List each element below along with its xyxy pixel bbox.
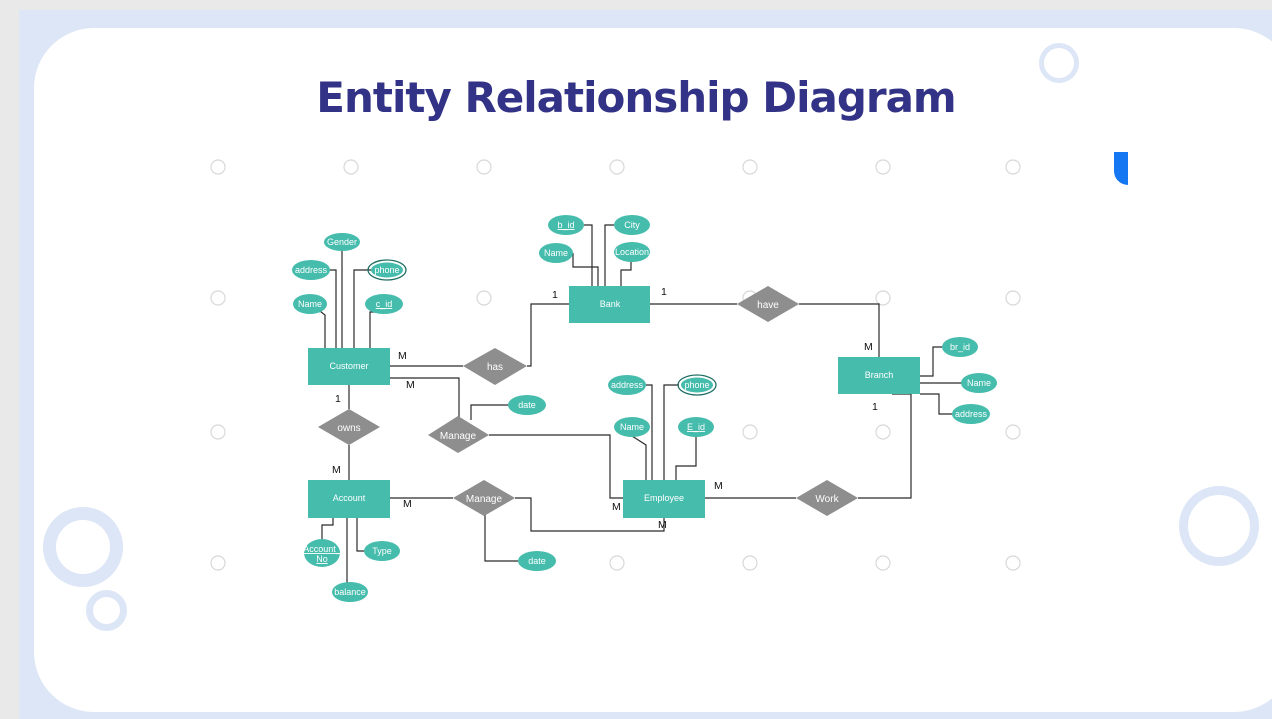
attribute-label: address (611, 380, 644, 390)
attribute-label: br_id (950, 342, 970, 352)
relationship-work: Work (796, 480, 858, 516)
relationship-label: Work (815, 494, 839, 505)
attribute-label: balance (334, 587, 366, 597)
attribute-customer-gender: Gender (324, 233, 360, 251)
cardinality-label: M (612, 501, 621, 513)
decorative-ring-top (1039, 43, 1079, 83)
page-title: Entity Relationship Diagram (316, 73, 956, 122)
connector-lines (310, 224, 963, 584)
attribute-label: No (316, 554, 328, 564)
entity-branch: Branch (838, 357, 920, 394)
entity-label: Customer (329, 361, 368, 371)
attribute-employee-e-id: E_id (678, 417, 714, 437)
entity-customer: Customer (308, 348, 390, 385)
cardinality-label: M (332, 464, 341, 476)
attribute-label: Name (298, 299, 322, 309)
blue-accent-tab (1114, 152, 1128, 185)
entity-label: Branch (865, 370, 894, 380)
watermark-icon (210, 290, 1021, 306)
slide-card (34, 28, 1272, 712)
attribute-label: phone (684, 380, 709, 390)
attribute-label: Gender (327, 237, 357, 247)
attribute-label: Name (620, 422, 644, 432)
relationship-label: owns (337, 423, 360, 434)
attribute-bank-name: Name (539, 243, 573, 263)
attribute-label: E_id (687, 422, 705, 432)
cardinality-label: M (714, 480, 723, 492)
attribute-label: address (295, 265, 328, 275)
attribute-bank-city: City (614, 215, 650, 235)
cardinality-label: 1 (335, 393, 341, 405)
attribute-manage-date: date (508, 395, 546, 415)
relationship-have: have (737, 286, 799, 322)
attribute-label: c_id (376, 299, 393, 309)
decorative-ring-left-small (86, 590, 127, 631)
cardinality-label: M (406, 379, 415, 391)
cardinality-label: M (398, 350, 407, 362)
entity-label: Account (333, 493, 366, 503)
attribute-bank-b-id: b_id (548, 215, 584, 235)
attribute-account-balance: balance (332, 582, 368, 602)
relationship-manage-account-employee: Manage (453, 480, 515, 516)
entity-employee: Employee (623, 480, 705, 518)
cardinality-label: M (864, 341, 873, 353)
attribute-label: Account_ (303, 544, 342, 554)
attribute-label: Location (615, 247, 649, 257)
attribute-account-type: Type (364, 541, 400, 561)
attribute-bank-location: Location (614, 242, 650, 262)
attribute-employee-name: Name (614, 417, 650, 437)
entity-account: Account (308, 480, 390, 518)
attribute-customer-phone-multivalued: phone (367, 259, 407, 281)
watermarks (210, 159, 1021, 571)
attribute-label: date (528, 556, 546, 566)
slide-background (19, 10, 1272, 719)
watermark-icon (210, 159, 1021, 175)
attribute-label: City (624, 220, 640, 230)
attribute-branch-br-id: br_id (942, 337, 978, 357)
watermark-icon (210, 424, 1021, 440)
watermark-icon (210, 555, 1021, 571)
attribute-label: b_id (557, 220, 574, 230)
attribute-label: phone (374, 265, 399, 275)
attribute-customer-address: address (292, 260, 330, 280)
attribute-manage-date-2: date (518, 551, 556, 571)
cardinality-label: 1 (872, 401, 878, 413)
relationship-owns: owns (318, 409, 380, 445)
relationship-has: has (463, 348, 527, 385)
attribute-branch-address: address (952, 404, 990, 424)
relationship-label: has (487, 362, 503, 373)
attribute-label: date (518, 400, 536, 410)
cardinality-label: M (658, 519, 667, 531)
cardinality-label: M (403, 498, 412, 510)
attribute-account-account-no: Account_ No (303, 539, 342, 567)
attribute-customer-c-id: c_id (365, 294, 403, 314)
decorative-ring-right (1179, 486, 1259, 566)
attribute-employee-address: address (608, 375, 646, 395)
entity-bank: Bank (569, 286, 650, 323)
attribute-customer-name: Name (293, 294, 327, 314)
attribute-label: address (955, 409, 988, 419)
attribute-label: Type (372, 546, 392, 556)
entity-label: Bank (600, 299, 621, 309)
cardinality-label: 1 (661, 286, 667, 298)
attribute-branch-name: Name (961, 373, 997, 393)
relationship-label: have (757, 300, 779, 311)
relationship-manage-customer-employee: Manage (428, 416, 489, 453)
cardinality-label: 1 (552, 289, 558, 301)
cardinality-labels: M 1 1 M M 1 M M M M M 1 (332, 286, 878, 531)
attribute-label: Name (967, 378, 991, 388)
attribute-label: Name (544, 248, 568, 258)
entity-label: Employee (644, 493, 684, 503)
relationship-label: Manage (440, 431, 477, 442)
relationship-label: Manage (466, 494, 503, 505)
attribute-employee-phone-multivalued: phone (677, 374, 717, 396)
